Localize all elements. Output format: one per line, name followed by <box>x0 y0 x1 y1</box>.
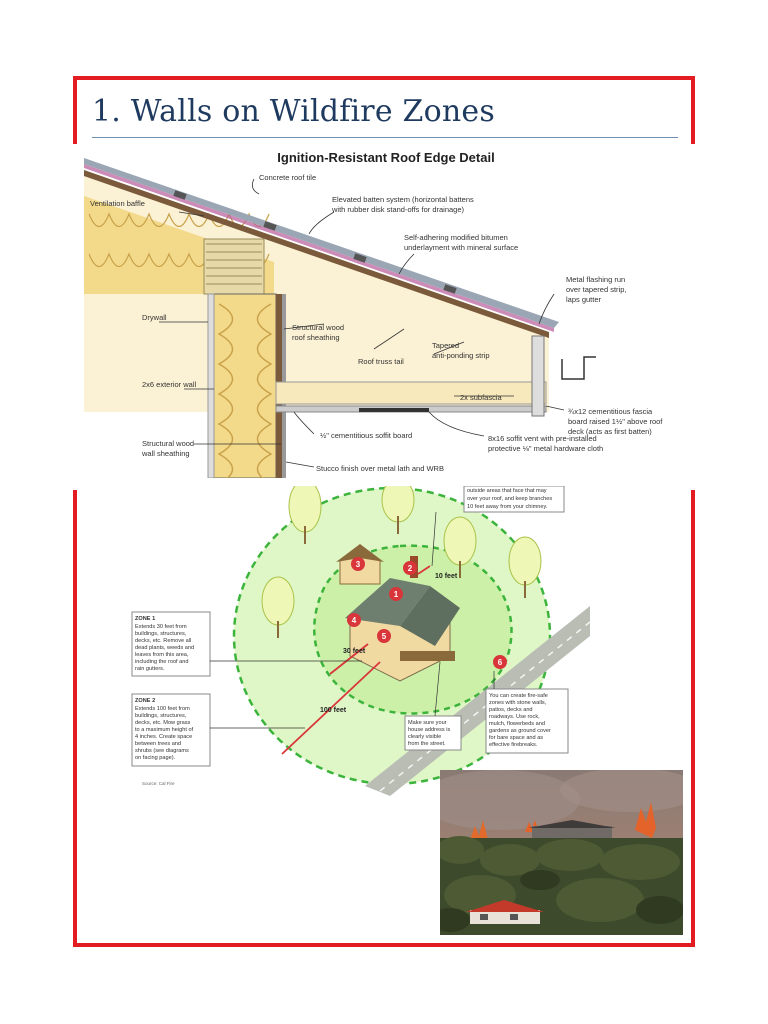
frame-left-border-lower <box>73 490 77 947</box>
label-concrete-roof-tile: Concrete roof tile <box>259 173 316 182</box>
title-underline <box>92 137 678 138</box>
firebreak-note-line: mulch, flowerbeds and <box>489 721 545 727</box>
zone-2-line: 4 inches. Create space <box>135 734 192 740</box>
marker-1: 1 <box>394 590 399 599</box>
distance-100-feet: 100 feet <box>320 707 347 714</box>
firebreak-note-box <box>485 688 569 754</box>
firebreak-note-line: for bare space and as <box>489 735 543 741</box>
label-tapered-line2: anti-ponding strip <box>432 351 490 360</box>
label-fascia-line3: deck (acts as first batten) <box>568 427 652 436</box>
zone-1-line: leaves from this area, <box>135 652 189 658</box>
zone-2-line: on facing page). <box>135 755 176 761</box>
label-underlayment-line2: underlayment with mineral surface <box>404 243 518 252</box>
firebreak-note-line: roadways. Use rock, <box>489 714 540 720</box>
marker-2: 2 <box>408 564 413 573</box>
label-underlayment-line1: Self-adhering modified bitumen <box>404 233 508 242</box>
zone-1-line: rain gutters. <box>135 666 165 672</box>
zone-1-line: decks, etc. Remove all <box>135 638 191 644</box>
marker-6: 6 <box>498 658 503 667</box>
source-credit: Source: Cal Fire <box>142 781 175 786</box>
marker-5: 5 <box>382 632 387 641</box>
distance-10-feet: 10 feet <box>435 573 458 580</box>
label-batten-line1: Elevated batten system (horizontal batte… <box>332 195 474 204</box>
roof-detail-title: Ignition-Resistant Roof Edge Detail <box>277 150 494 165</box>
label-soffit-vent-line1: 8x16 soffit vent with pre-installed <box>488 434 597 443</box>
zone-2-line: Extends 100 feet from <box>135 706 190 712</box>
firebreak-note-line: gardens as ground cover <box>489 728 551 734</box>
label-flashing-line2: over tapered strip, <box>566 285 626 294</box>
label-wall-sheathing-line1: Structural wood <box>142 439 194 448</box>
zone-2-line: decks, etc. Mow grass <box>135 720 191 726</box>
marker-3: 3 <box>356 560 361 569</box>
distance-30-feet: 30 feet <box>343 648 366 655</box>
label-flashing-line1: Metal flashing run <box>566 275 625 284</box>
label-drywall: Drywall <box>142 313 167 322</box>
label-roof-sheathing-line1: Structural wood <box>292 323 344 332</box>
frame-bottom-border <box>73 943 695 947</box>
zone-1-box <box>131 611 211 677</box>
callout-chimney-line3: 10 feet away from your chimney. <box>467 504 548 510</box>
label-fascia-line1: ¾x12 cementitious fascia <box>568 407 653 416</box>
zone-2-line: buildings, structures, <box>135 713 187 719</box>
label-wall-sheathing-line2: wall sheathing <box>141 449 190 458</box>
zone-2-heading: ZONE 2 <box>135 698 155 704</box>
zone-1-line: buildings, structures, <box>135 631 187 637</box>
zone-1-heading: ZONE 1 <box>135 616 155 622</box>
frame-left-border <box>73 76 77 144</box>
label-tapered-line1: Tapered <box>432 341 459 350</box>
zone-1-line: dead plants, weeds and <box>135 645 194 651</box>
wildfire-photo <box>440 770 683 935</box>
address-note-box <box>404 715 462 751</box>
label-batten-line2: with rubber disk stand-offs for drainage… <box>331 205 465 214</box>
callout-chimney-line1: outside areas that face that may <box>467 488 547 494</box>
frame-top-border <box>73 76 695 80</box>
zone-1-line: including the roof and <box>135 659 189 665</box>
frame-right-border-lower <box>691 490 695 947</box>
address-note-line: clearly visible <box>408 734 441 740</box>
frame-right-border <box>691 76 695 144</box>
marker-4: 4 <box>352 616 357 625</box>
label-ventilation-baffle: Ventilation baffle <box>90 199 145 208</box>
label-fascia-line2: board raised 1½" above roof <box>568 417 663 426</box>
label-roof-truss-tail: Roof truss tail <box>358 357 404 366</box>
address-note-line: Make sure your <box>408 720 447 726</box>
label-roof-sheathing-line2: roof sheathing <box>292 333 340 342</box>
label-soffit-board: ½" cementitious soffit board <box>320 431 412 440</box>
label-flashing-line3: laps gutter <box>566 295 602 304</box>
firebreak-note-line: patios, decks and <box>489 707 533 713</box>
roof-edge-detail-figure: Ignition-Resistant Roof Edge Detail <box>84 144 688 485</box>
firebreak-note-line: effective firebreaks. <box>489 742 538 748</box>
callout-chimney-line2: over your roof, and keep branches <box>467 496 552 502</box>
address-note-line: house address is <box>408 727 450 733</box>
zone-2-line: between trees and <box>135 741 181 747</box>
zone-2-box <box>131 693 211 767</box>
zone-2-line: to a maximum height of <box>135 727 194 733</box>
label-2x-subfascia: 2x subfascia <box>460 393 503 402</box>
callout-chimney <box>463 485 565 513</box>
firebreak-note-line: You can create fire-safe <box>489 693 548 699</box>
zone-2-line: shrubs (see diagrams <box>135 748 189 754</box>
label-soffit-vent-line2: protective ⅛" metal hardware cloth <box>488 444 603 453</box>
label-2x6-exterior-wall: 2x6 exterior wall <box>142 380 197 389</box>
firebreak-note-line: zones with stone walls, <box>489 700 547 706</box>
wildfire-zones-diagram: 1 2 3 4 5 6 10 feet 30 feet 100 feet out… <box>100 477 591 796</box>
address-note-line: from the street. <box>408 741 446 747</box>
label-stucco-finish: Stucco finish over metal lath and WRB <box>316 464 444 473</box>
attic-space <box>84 174 549 412</box>
page-title: 1. Walls on Wildfire Zones <box>92 94 495 129</box>
zone-1-line: Extends 30 feet from <box>135 624 187 630</box>
